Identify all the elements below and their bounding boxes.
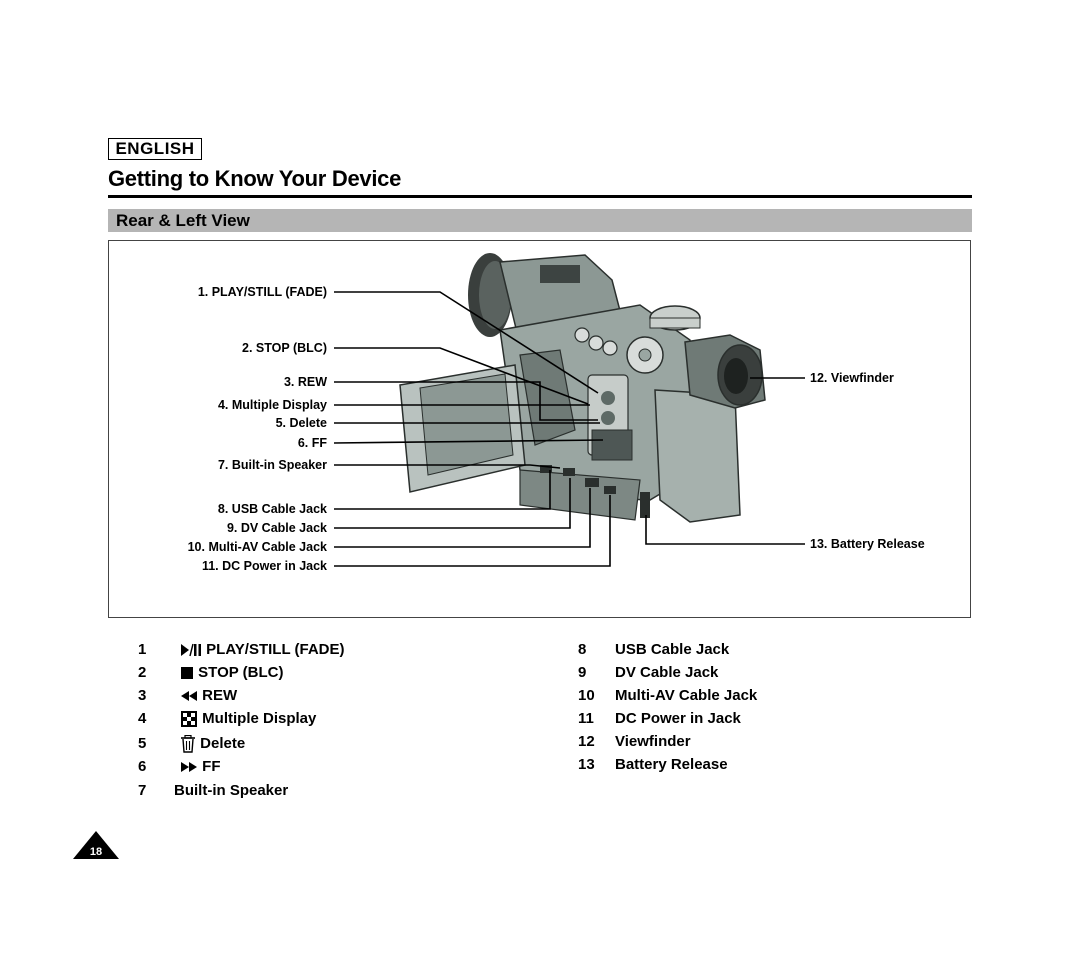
- callout-viewfinder: 12. Viewfinder: [810, 371, 894, 385]
- mic-grille: [540, 265, 580, 283]
- callout-rew: 3. REW: [283, 375, 327, 389]
- callout-play-still: 1. PLAY/STILL (FADE): [197, 285, 327, 299]
- battery-release-switch: [640, 492, 650, 518]
- rewind-icon: [181, 691, 197, 702]
- leader-lines: [333, 291, 805, 567]
- page-number-badge: 18: [73, 831, 119, 859]
- speaker-grille: [591, 429, 633, 461]
- language-label: ENGLISH: [108, 138, 202, 160]
- callout-multiple-display: 4. Multiple Display: [217, 398, 327, 412]
- page-number: 18: [90, 846, 102, 858]
- play-pause-icon: [181, 643, 201, 657]
- stop-icon: [181, 667, 193, 680]
- camera-grip: [654, 389, 741, 523]
- page-title: Getting to Know Your Device: [108, 166, 402, 191]
- callout-battery-release: 13. Battery Release: [810, 537, 925, 551]
- callout-usb: 8. USB Cable Jack: [217, 502, 327, 516]
- camera-diagram-frame: [108, 240, 971, 618]
- multi-display-icon: [181, 711, 197, 728]
- callout-dv: 9. DV Cable Jack: [226, 521, 327, 535]
- fast-forward-icon: [181, 762, 197, 773]
- callout-dc-power: 11. DC Power in Jack: [201, 559, 327, 573]
- callout-delete: 5. Delete: [275, 416, 327, 430]
- callout-ff: 6. FF: [297, 436, 327, 450]
- title-divider: [108, 195, 972, 198]
- section-header-bar: [108, 209, 972, 232]
- callout-multi-av: 10. Multi-AV Cable Jack: [187, 540, 327, 554]
- section-title: Rear & Left View: [116, 211, 250, 230]
- callout-speaker: 7. Built-in Speaker: [217, 458, 327, 472]
- parts-list-left: 1 PLAY/STILL (FADE) 2 STOP (BLC) 3 REW 4…: [138, 641, 345, 799]
- callout-stop: 2. STOP (BLC): [242, 341, 327, 355]
- trash-icon: [181, 735, 195, 753]
